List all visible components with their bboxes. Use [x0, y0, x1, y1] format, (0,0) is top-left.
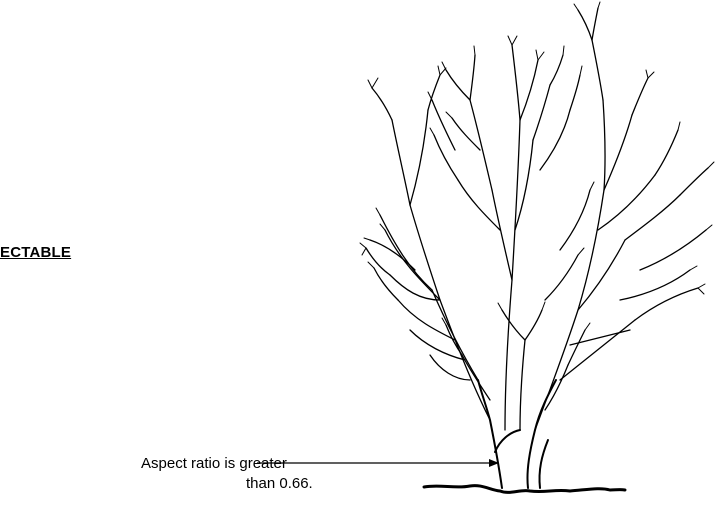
shrub-branches: [366, 8, 708, 430]
ground-line: [424, 486, 625, 493]
shrub-trunks: [478, 380, 556, 488]
